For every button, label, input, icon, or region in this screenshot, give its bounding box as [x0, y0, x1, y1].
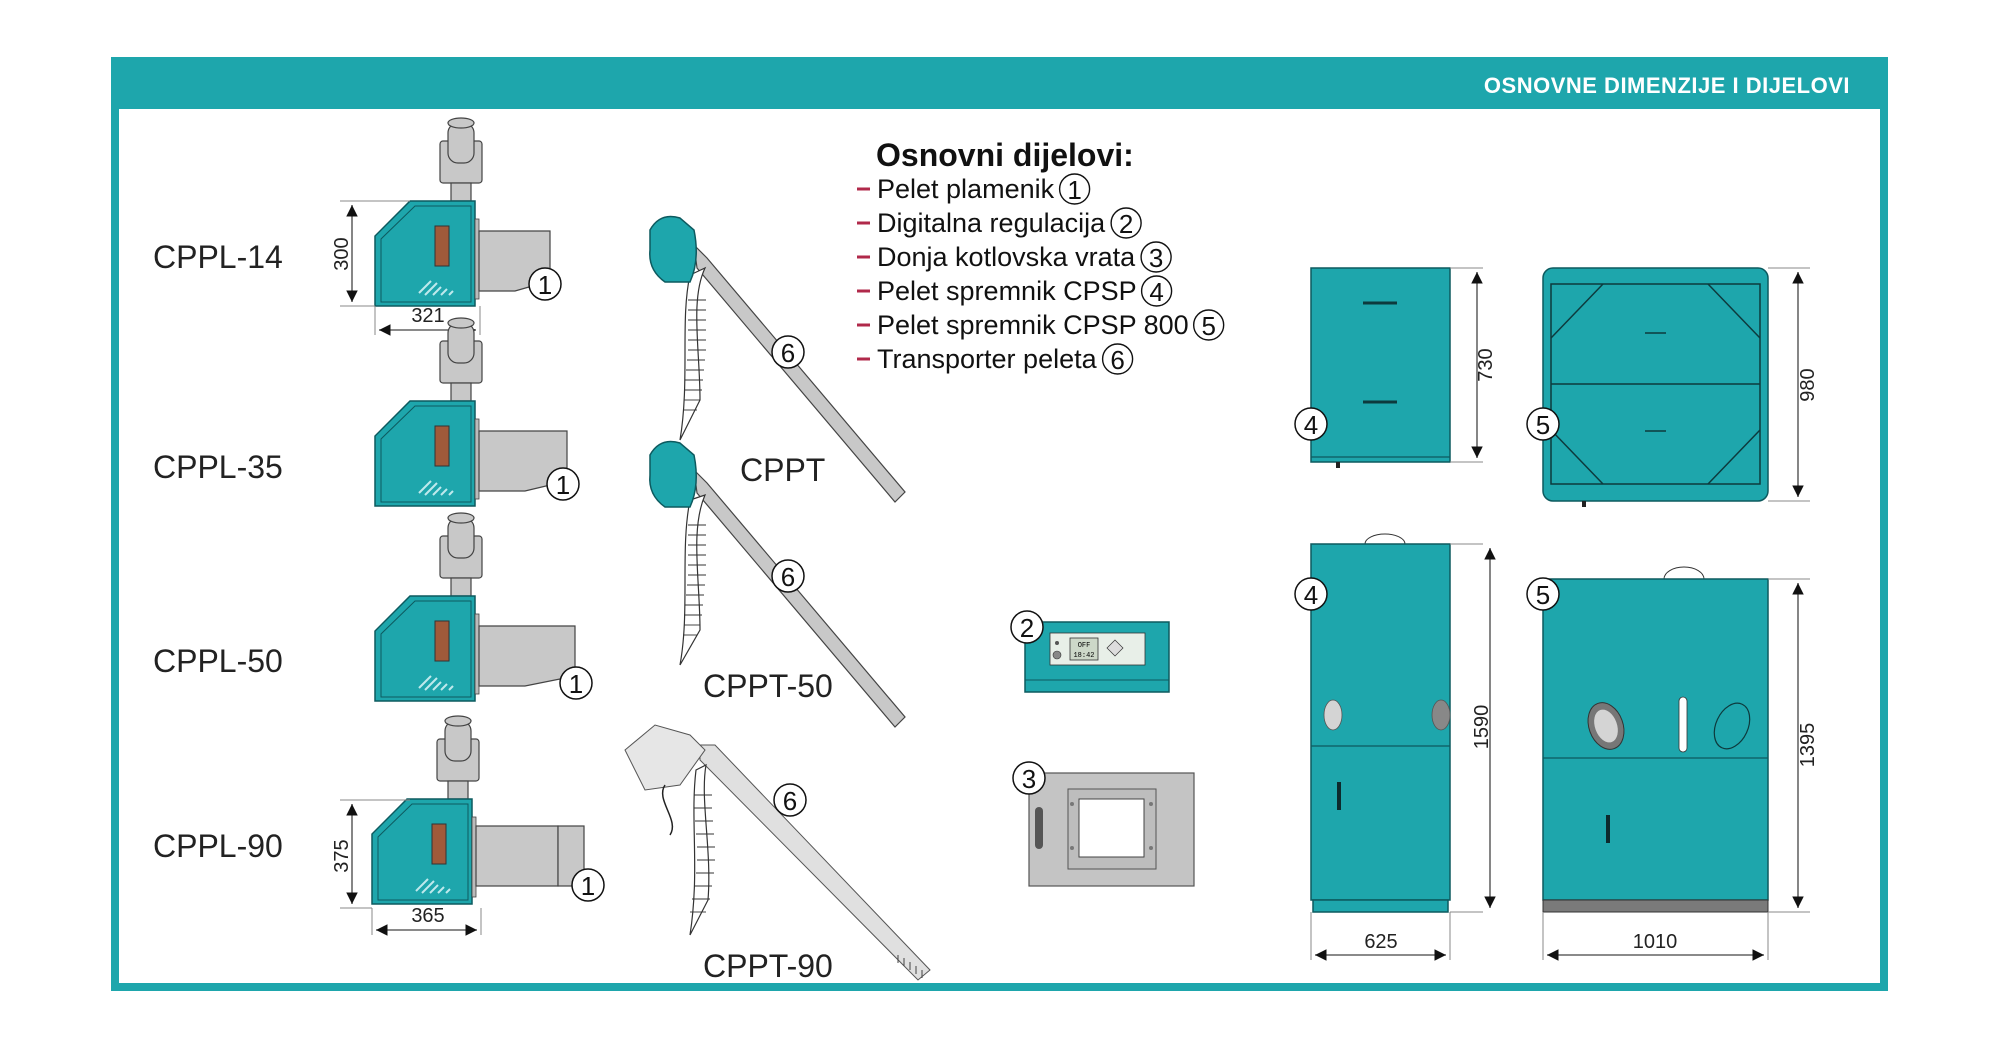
parts-list-item: Pelet spremnik CPSP 4	[857, 275, 1173, 307]
callout-circle: 4	[1294, 577, 1328, 611]
callout-circle: 1	[559, 666, 593, 700]
dim-depth-label: 730	[1475, 348, 1497, 381]
burner-model-label: CPPL-14	[153, 239, 283, 275]
burner-cppl-90	[371, 715, 585, 905]
callout-circle	[1110, 207, 1142, 239]
callout-circle: 5	[1526, 407, 1560, 441]
dim-width-label: 321	[411, 305, 444, 327]
svg-text:1: 1	[569, 669, 583, 699]
callout-circle: 6	[773, 783, 807, 817]
dim-height-label: 1395	[1797, 723, 1819, 768]
svg-text:5: 5	[1536, 410, 1550, 440]
transporter-model-label: CPPT-90	[703, 948, 833, 984]
svg-text:2: 2	[1020, 613, 1034, 643]
callout-circle	[1140, 241, 1172, 273]
parts-item-label: Pelet plamenik	[877, 174, 1055, 204]
svg-text:3: 3	[1022, 764, 1036, 794]
svg-text:4: 4	[1304, 580, 1318, 610]
callout-circle: 6	[771, 559, 805, 593]
burner-model-label: CPPL-90	[153, 828, 283, 864]
callout-number: 2	[1119, 209, 1133, 239]
parts-item-label: Pelet spremnik CPSP	[877, 276, 1137, 306]
parts-list-item: Digitalna regulacija 2	[857, 207, 1142, 239]
parts-list-title: Osnovni dijelovi:	[876, 137, 1134, 173]
dim-height-label: 1590	[1471, 705, 1493, 750]
parts-list-item: Pelet plamenik 1	[857, 173, 1091, 205]
parts-list-item: Pelet spremnik CPSP 800 5	[857, 309, 1225, 341]
parts-list-item: Donja kotlovska vrata 3	[857, 241, 1172, 273]
parts-item-label: Digitalna regulacija	[877, 208, 1106, 238]
dim-height-label: 300	[331, 237, 353, 270]
svg-text:4: 4	[1304, 410, 1318, 440]
controller-display-top: OFF	[1078, 642, 1091, 650]
callout-circle: 6	[771, 335, 805, 369]
callout-number: 6	[1110, 345, 1124, 375]
burner-cppl-35	[374, 317, 568, 507]
transporter-cppt	[649, 215, 906, 503]
svg-text:1: 1	[581, 871, 595, 901]
callout-circle: 3	[1012, 761, 1046, 795]
burner-model-label: CPPL-35	[153, 449, 283, 485]
tank-cpsp-front-view	[1310, 533, 1451, 913]
parts-item-label: Pelet spremnik CPSP 800	[877, 310, 1189, 340]
svg-text:6: 6	[781, 338, 795, 368]
callout-circle	[1101, 343, 1134, 375]
callout-circle	[1140, 275, 1173, 307]
svg-text:6: 6	[783, 786, 797, 816]
header-title: OSNOVNE DIMENZIJE I DIJELOVI	[1483, 73, 1850, 98]
dim-depth-label: 980	[1797, 368, 1819, 401]
svg-text:1: 1	[538, 270, 552, 300]
controller-display-bottom: 18:42	[1073, 652, 1094, 660]
dim-width-label: 1010	[1633, 931, 1678, 953]
transporter-model-label: CPPT-50	[703, 668, 833, 704]
callout-circle	[1058, 173, 1091, 205]
burner-cppl-14	[374, 117, 551, 307]
dim-width-label: 365	[411, 905, 444, 927]
svg-text:6: 6	[781, 562, 795, 592]
dim-width-label: 625	[1364, 931, 1397, 953]
parts-item-label: Transporter peleta	[877, 344, 1098, 374]
callout-circle: 5	[1526, 577, 1560, 611]
tank-cpsp800-front-view	[1542, 566, 1769, 913]
callout-number: 4	[1149, 277, 1163, 307]
callout-circle: 4	[1294, 407, 1328, 441]
callout-circle	[1192, 309, 1225, 341]
digital-controller: OFF 18:42	[1024, 621, 1170, 693]
transporter-cppt-90	[624, 724, 931, 981]
tank-cpsp-top-view	[1310, 267, 1451, 468]
burner-model-label: CPPL-50	[153, 643, 283, 679]
callout-number: 3	[1149, 243, 1163, 273]
transporter-cppt-50	[649, 440, 906, 728]
callout-number: 1	[1067, 175, 1081, 205]
callout-number: 5	[1201, 311, 1215, 341]
dim-height-label: 375	[331, 839, 353, 872]
transporter-model-label: CPPT	[740, 452, 825, 488]
callout-circle: 2	[1010, 610, 1044, 644]
tank-cpsp800-top-view	[1542, 267, 1769, 507]
burner-cppl-50	[374, 512, 576, 702]
callout-circle: 1	[571, 868, 605, 902]
boiler-door	[1028, 772, 1195, 887]
parts-list-item: Transporter peleta 6	[857, 343, 1134, 375]
svg-text:1: 1	[556, 470, 570, 500]
callout-circle: 1	[546, 467, 580, 501]
callout-circle: 1	[528, 267, 562, 301]
parts-item-label: Donja kotlovska vrata	[877, 242, 1136, 272]
svg-text:5: 5	[1536, 580, 1550, 610]
